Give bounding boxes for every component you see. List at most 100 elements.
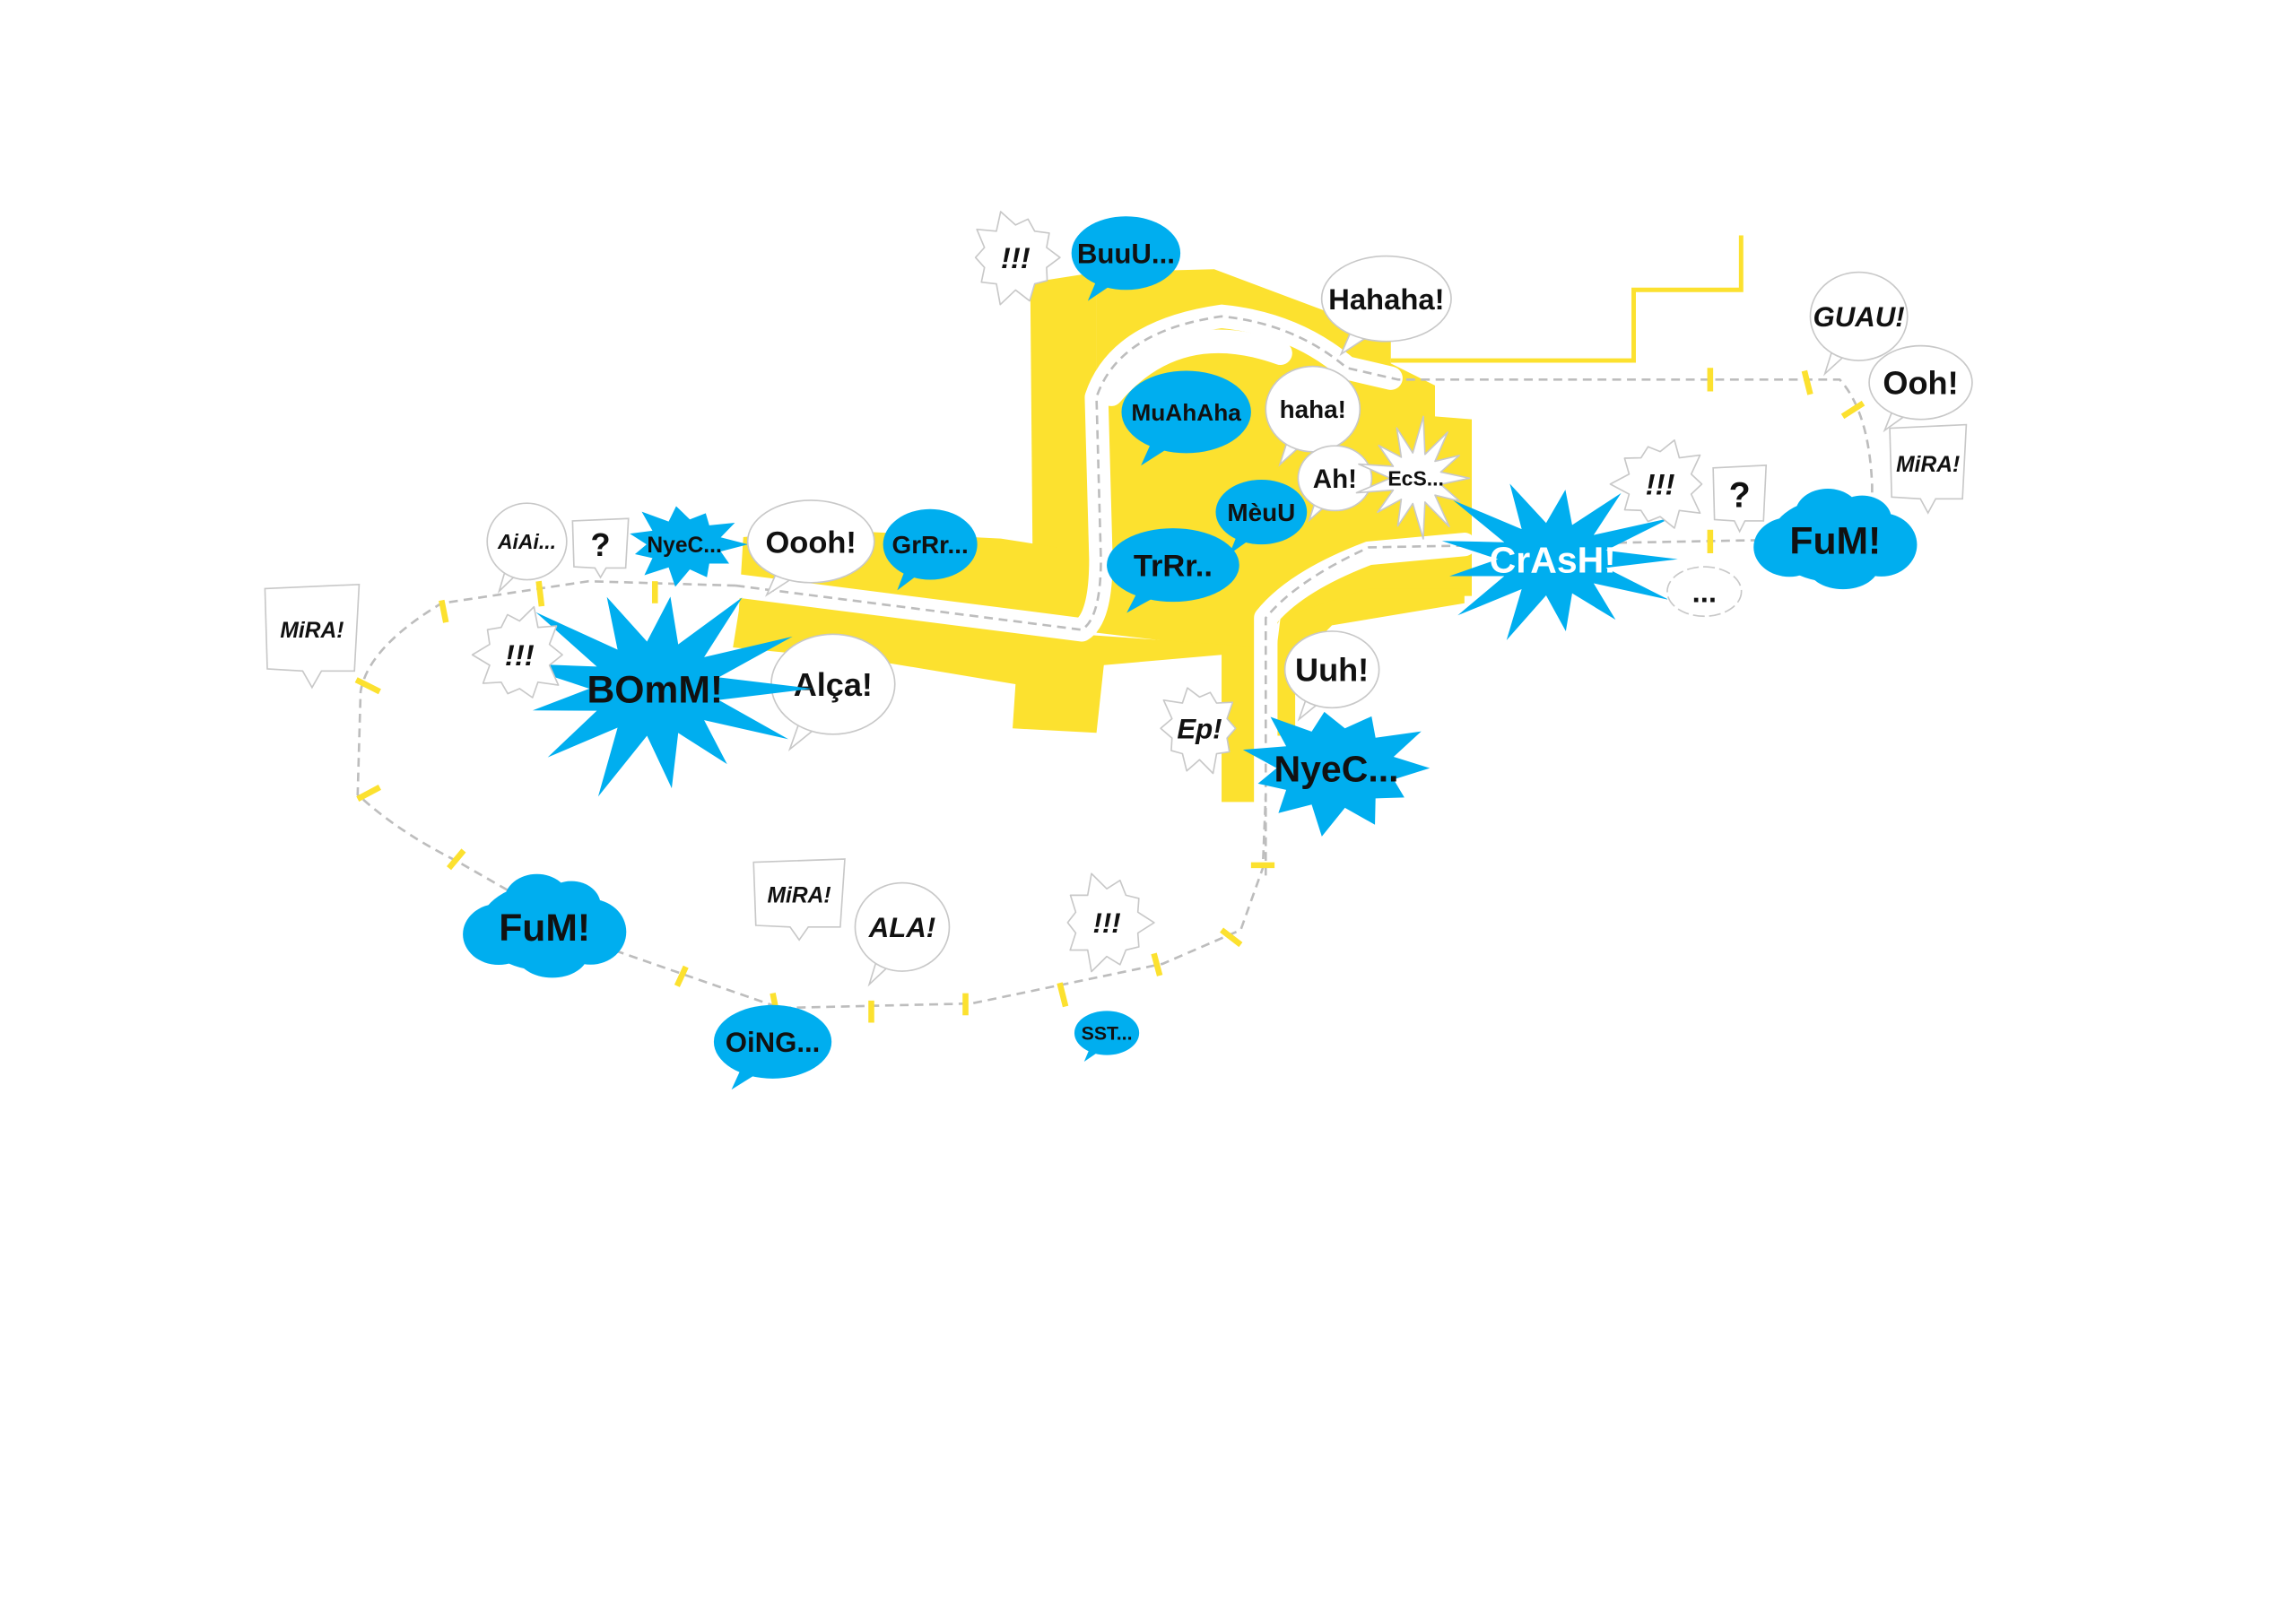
speech-bubble-exclaim: !!! bbox=[1066, 872, 1155, 973]
speech-bubble-question: ? bbox=[571, 517, 630, 579]
bubble-body bbox=[883, 508, 978, 580]
bubble-body bbox=[1215, 479, 1308, 545]
bubble-body bbox=[1283, 630, 1380, 709]
bubble-text: ALA! bbox=[868, 912, 935, 943]
bubble-body bbox=[713, 1004, 832, 1079]
cloud-outline bbox=[1666, 566, 1743, 618]
bubble-text: TrRr.. bbox=[1134, 550, 1213, 584]
speech-bubble-exclaim: !!! bbox=[974, 211, 1061, 306]
thought-bubble-ellipsis: ... bbox=[1666, 566, 1743, 618]
bubble-body bbox=[1071, 216, 1181, 291]
boundary-line bbox=[1390, 235, 1744, 363]
bubble-body bbox=[1074, 1011, 1140, 1055]
bubble-text: !!! bbox=[1092, 907, 1120, 939]
bubble-body bbox=[1242, 711, 1431, 837]
speech-bubble-mira: MiRA! bbox=[1889, 423, 1968, 515]
bubble-body bbox=[1160, 687, 1237, 775]
bubble-text: Hahaha! bbox=[1328, 282, 1444, 316]
speech-bubble-mira: MiRA! bbox=[752, 858, 846, 942]
speech-bubble-aiai: AiAi... bbox=[486, 502, 568, 595]
speech-bubble-grrr: GrRr... bbox=[883, 508, 978, 591]
bubble-text: !!! bbox=[1646, 468, 1675, 501]
speech-bubble-nyec-small: NyeC... bbox=[630, 506, 748, 587]
bubble-text: Ooh! bbox=[1883, 365, 1958, 402]
bubble-text: SST... bbox=[1082, 1023, 1133, 1045]
speech-bubble-nyec-large: NyeC... bbox=[1242, 711, 1431, 837]
speech-bubble-ep: Ep! bbox=[1160, 687, 1237, 775]
speech-bubble-ah: Ah! bbox=[1297, 445, 1373, 523]
bubble-text: GUAU! bbox=[1813, 301, 1905, 333]
bubble-body bbox=[512, 596, 813, 797]
cloud-lobe bbox=[516, 929, 588, 978]
speech-bubble-alca: Alça! bbox=[770, 633, 896, 752]
speech-bubble-fum: FuM! bbox=[1753, 489, 1918, 590]
bubble-text: FuM! bbox=[1789, 520, 1881, 563]
bubble-text: MèuU bbox=[1227, 499, 1295, 526]
bubble-body bbox=[1297, 445, 1373, 512]
bubble-body bbox=[1355, 415, 1471, 540]
bubble-body bbox=[1441, 483, 1678, 640]
cloud-lobe bbox=[542, 881, 601, 930]
speech-bubble-ooh: Ooh! bbox=[1868, 344, 1973, 433]
bubble-text: NyeC... bbox=[1274, 748, 1399, 789]
bubble-text: haha! bbox=[1280, 395, 1346, 423]
cloud-lobe bbox=[1691, 593, 1725, 617]
bubble-text: AiAi... bbox=[497, 530, 556, 553]
bubble-body bbox=[1107, 528, 1239, 603]
bubble-body bbox=[752, 858, 846, 942]
bubble-text: MiRA! bbox=[768, 884, 831, 908]
bubble-text: MiRA! bbox=[280, 619, 344, 643]
bubble-text: FuM! bbox=[499, 907, 590, 950]
bubble-body bbox=[1889, 423, 1968, 515]
speech-bubble-uuh: Uuh! bbox=[1283, 630, 1380, 722]
bubble-text: BuuU... bbox=[1077, 238, 1175, 269]
speech-bubble-meuu: MèuU bbox=[1215, 479, 1308, 554]
bubble-body bbox=[1320, 255, 1452, 343]
speech-bubble-exclaim: !!! bbox=[471, 605, 563, 699]
bubble-text: ? bbox=[1729, 476, 1751, 516]
bubble-body bbox=[1121, 370, 1251, 454]
speech-bubble-mira: MiRA! bbox=[264, 583, 361, 690]
bubble-text: NyeC... bbox=[647, 534, 721, 558]
bubble-text: ... bbox=[1692, 575, 1717, 608]
bubble-text: !!! bbox=[505, 638, 535, 672]
bubble-text: Uuh! bbox=[1295, 652, 1369, 689]
speech-bubble-sst: SST... bbox=[1074, 1011, 1140, 1062]
speech-bubble-fum: FuM! bbox=[463, 873, 627, 978]
speech-bubble-guau: GUAU! bbox=[1809, 271, 1909, 377]
bubble-body bbox=[746, 499, 875, 584]
bubble-body bbox=[471, 605, 563, 699]
bubble-text: BOmM! bbox=[587, 668, 723, 711]
speech-bubble-hahaha: Hahaha! bbox=[1320, 255, 1452, 357]
bubble-text: MiRA! bbox=[1896, 453, 1960, 477]
bubble-text: Oooh! bbox=[766, 525, 857, 560]
bubble-body bbox=[1609, 438, 1703, 529]
speech-bubble-muahaha: MuAhAha bbox=[1121, 370, 1251, 466]
bubble-body bbox=[974, 211, 1061, 306]
speech-bubble-ecs: EcS... bbox=[1355, 415, 1471, 540]
speech-bubble-ala: ALA! bbox=[854, 881, 951, 987]
speech-bubble-oing: OiNG... bbox=[713, 1004, 832, 1090]
bubble-text: OiNG... bbox=[726, 1027, 821, 1058]
bubble-body bbox=[1809, 271, 1909, 361]
speech-bubble-bomm: BOmM! bbox=[512, 596, 813, 797]
bubble-body bbox=[1712, 464, 1768, 534]
bubble-text: Ep! bbox=[1177, 714, 1222, 745]
speech-bubble-oooh: Oooh! bbox=[746, 499, 875, 597]
walking-route bbox=[354, 315, 1874, 1023]
bubble-body bbox=[486, 502, 568, 581]
speech-bubble-crash: CrAsH! bbox=[1441, 483, 1678, 640]
bubble-text: ? bbox=[591, 526, 611, 563]
bubble-body bbox=[630, 506, 748, 587]
bubble-body bbox=[1066, 872, 1155, 973]
speech-bubble-question: ? bbox=[1712, 464, 1768, 534]
bubble-text: CrAsH! bbox=[1490, 539, 1616, 580]
bubble-text: GrRr... bbox=[892, 531, 969, 559]
speech-bubble-buuu: BuuU... bbox=[1071, 216, 1181, 301]
speech-bubble-trrr: TrRr.. bbox=[1107, 528, 1239, 613]
bubble-text: !!! bbox=[1001, 241, 1031, 274]
speech-bubble-haha: haha! bbox=[1265, 365, 1361, 467]
bubble-text: Alça! bbox=[794, 666, 873, 703]
building-north-wing bbox=[1030, 272, 1097, 636]
